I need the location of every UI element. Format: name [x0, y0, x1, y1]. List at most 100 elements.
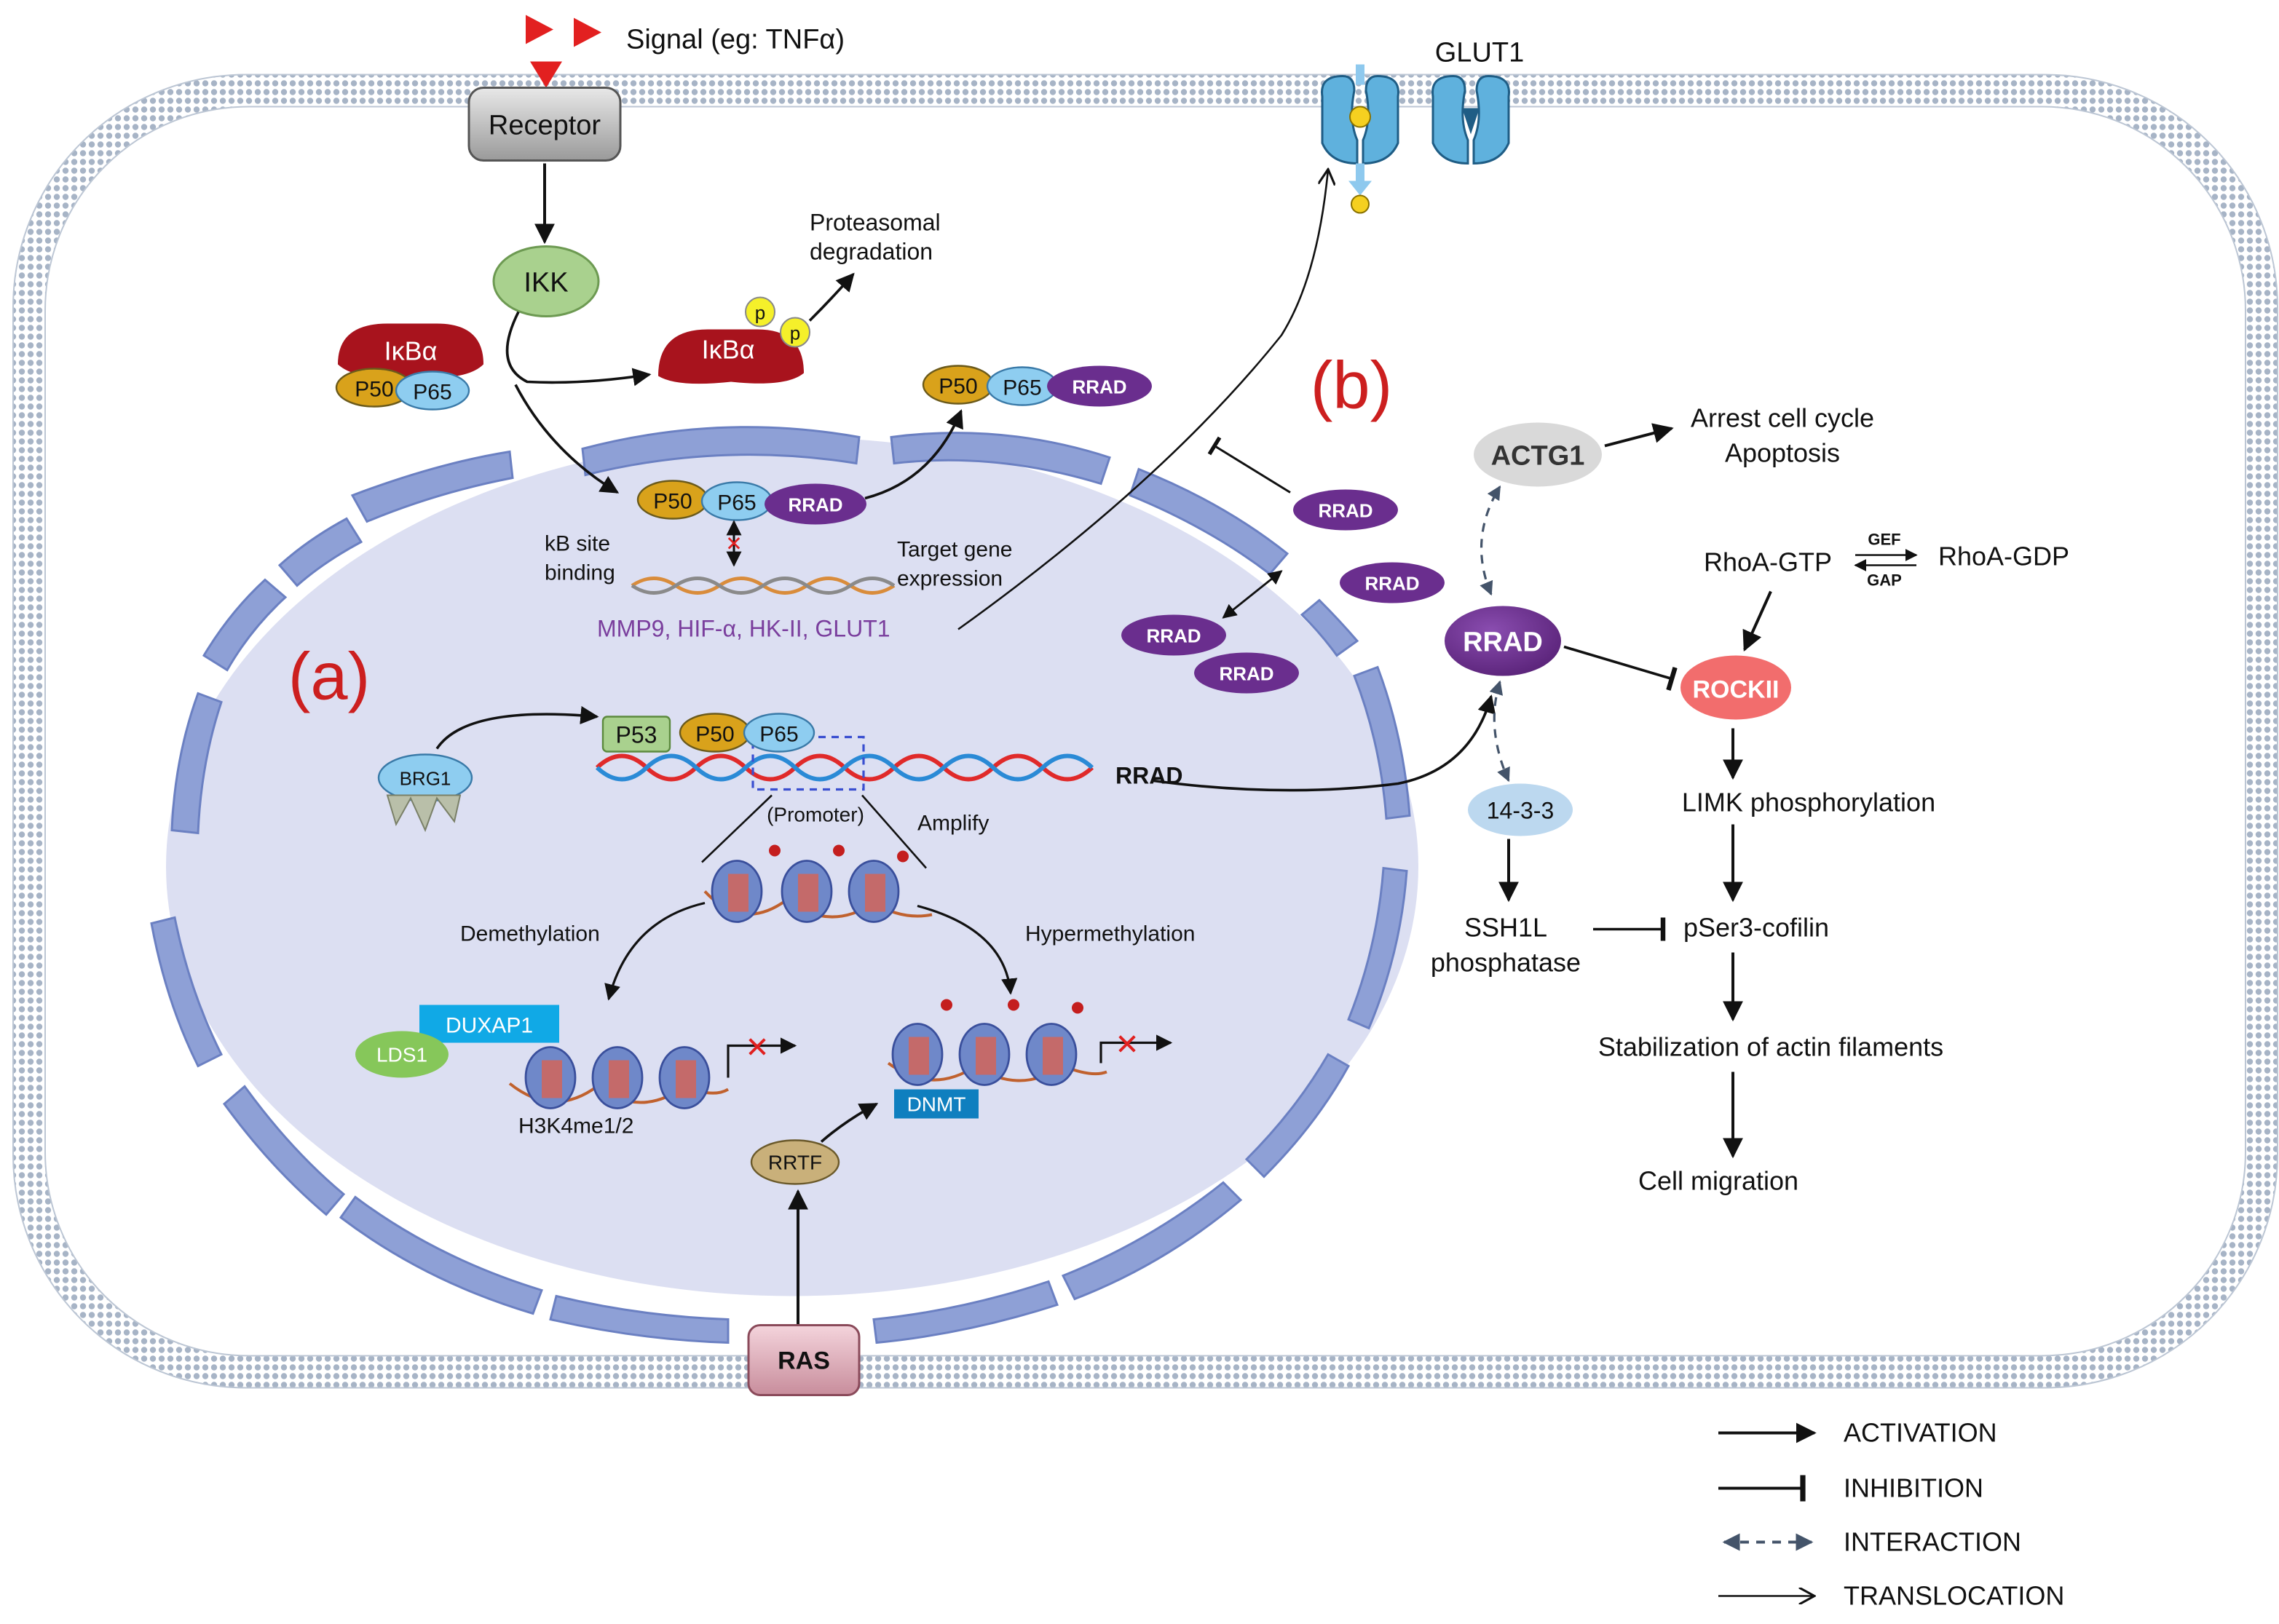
- ywhaz-node[interactable]: 14-3-3: [1468, 783, 1573, 836]
- lds1-node[interactable]: LDS1: [355, 1031, 449, 1078]
- rrad-pool-label-2: RRAD: [1364, 573, 1419, 595]
- promoter-p65-label: P65: [759, 723, 798, 747]
- ras-node[interactable]: RAS: [747, 1324, 861, 1396]
- brg1-to-p53-arrow: [435, 705, 599, 750]
- promoter-complex[interactable]: P53 P50 P65: [601, 713, 815, 753]
- actg1-to-arrest-arrow: [1604, 423, 1674, 448]
- rrad-gene-label: RRAD: [1115, 763, 1182, 789]
- glut1-transporter[interactable]: [1321, 64, 1399, 214]
- phospho-ikba-label: IκBα: [702, 335, 755, 365]
- rrad-main-node[interactable]: RRAD: [1445, 606, 1561, 676]
- dnmt-label: DNMT: [907, 1093, 966, 1116]
- ras-label: RAS: [778, 1347, 830, 1375]
- proteasomal-label-line2: degradation: [810, 239, 933, 265]
- actg1-node[interactable]: ACTG1: [1474, 422, 1602, 487]
- glut1-translocation-arrow: [957, 170, 1328, 630]
- zoom-line-left: [701, 794, 773, 863]
- kb-binding-cross: ✕: [725, 533, 742, 555]
- hypermethylation-label: Hypermethylation: [1025, 922, 1195, 946]
- nuc-rrad-label: RRAD: [788, 494, 842, 516]
- central-nucleosomes: [703, 844, 933, 923]
- panel-a-label: (a): [288, 640, 370, 714]
- legend-activation-label: ACTIVATION: [1844, 1418, 1997, 1448]
- kb-site-label-line2: binding: [545, 561, 615, 585]
- ikba-complex[interactable]: IκBα P50 P65: [335, 323, 483, 411]
- legend-interaction-label: INTERACTION: [1844, 1527, 2021, 1557]
- ssh1l-label-line2: phosphatase: [1431, 948, 1581, 978]
- kb-site-label-line1: kB site: [545, 532, 610, 556]
- rhoa-to-rockii-arrow: [1742, 590, 1772, 652]
- migration-label: Cell migration: [1638, 1166, 1798, 1196]
- p53-label: P53: [616, 722, 657, 748]
- nuc-p50-label: P50: [653, 490, 692, 514]
- target-gene-label-line1: Target gene: [897, 538, 1012, 562]
- brg1-label: BRG1: [400, 768, 451, 790]
- rrad-inhibits-export: [1207, 436, 1291, 494]
- zoom-line-right: [861, 794, 927, 869]
- p65-label: P65: [413, 381, 451, 405]
- brg1-node[interactable]: BRG1: [377, 753, 473, 833]
- signal-ligands: [526, 15, 601, 88]
- duxap1-label: DUXAP1: [446, 1014, 533, 1038]
- rrad-shuttle-arrow: [1222, 570, 1283, 619]
- rrad-pool[interactable]: RRAD RRAD RRAD RRAD: [1121, 489, 1445, 694]
- nuclear-nfkb-rrad-complex[interactable]: P50 P65 RRAD: [636, 480, 866, 525]
- cofilin-label: pSer3-cofilin: [1683, 913, 1829, 943]
- cyto-rrad-label: RRAD: [1072, 376, 1126, 398]
- h3k4-label: H3K4me1/2: [518, 1114, 633, 1138]
- ywhaz-label: 14-3-3: [1487, 798, 1555, 824]
- rockii-node[interactable]: ROCKII: [1680, 655, 1791, 720]
- target-genes-label: MMP9, HIF-α, HK-II, GLUT1: [597, 616, 890, 642]
- rrad-ywhaz-interaction: [1489, 680, 1510, 783]
- svg-text:✕: ✕: [745, 1032, 770, 1064]
- legend-inhibition-label: INHIBITION: [1844, 1473, 1983, 1503]
- ikk-node[interactable]: IKK: [492, 245, 600, 317]
- rrad-actg1-interaction: [1480, 485, 1501, 596]
- actg1-label: ACTG1: [1491, 441, 1585, 472]
- ikk-to-ikba-arrow: [505, 311, 652, 387]
- limk-label: LIMK phosphorylation: [1682, 788, 1935, 817]
- phospho-ikba[interactable]: IκBα p p: [658, 296, 810, 384]
- nuc-p65-label: P65: [717, 491, 756, 515]
- dnmt-node[interactable]: DNMT: [894, 1089, 979, 1119]
- rhoa-gtp-label: RhoA-GTP: [1704, 547, 1832, 577]
- rrad-pool-label-3: RRAD: [1146, 625, 1201, 647]
- rockii-label: ROCKII: [1693, 676, 1780, 704]
- phospho-p-label-1: p: [755, 302, 765, 324]
- nuclear-export-arrow: [864, 409, 963, 500]
- demethylation-label: Demethylation: [460, 922, 600, 946]
- glut1-transporter-2[interactable]: [1431, 74, 1510, 165]
- rrad-pool-label-4: RRAD: [1219, 663, 1273, 685]
- rrtf-node[interactable]: RRTF: [750, 1139, 840, 1185]
- ssh1l-label-line1: SSH1L: [1464, 913, 1547, 943]
- cytoplasmic-nfkb-rrad-complex[interactable]: P50 P65 RRAD: [922, 365, 1152, 407]
- lds1-label: LDS1: [376, 1044, 427, 1066]
- promoter-label: (Promoter): [767, 804, 864, 826]
- actin-label: Stabilization of actin filaments: [1598, 1032, 1943, 1062]
- ikk-to-nucleus-arrow: [514, 384, 620, 494]
- rrad-inhibits-rockii: [1563, 645, 1678, 691]
- cyto-p50-label: P50: [939, 375, 977, 399]
- cyto-p65-label: P65: [1003, 376, 1041, 400]
- hypermethylated-nucleosomes: [887, 999, 1107, 1086]
- ikba-label: IκBα: [384, 336, 438, 366]
- rrtf-label: RRTF: [768, 1152, 822, 1174]
- phospho-p-label-2: p: [790, 322, 800, 344]
- rrad-promoter-dna: [595, 753, 1094, 782]
- target-gene-label-line2: expression: [897, 567, 1003, 591]
- rrtf-to-dnmt-arrow: [820, 1102, 879, 1143]
- rrad-main-label: RRAD: [1463, 627, 1543, 658]
- arrest-label-line2: Apoptosis: [1725, 438, 1840, 468]
- ikk-label: IKK: [524, 268, 568, 298]
- panel-b-label: (b): [1311, 349, 1392, 423]
- rrad-expression-arrow: [1153, 694, 1496, 792]
- rhoa-gdp-label: RhoA-GDP: [1938, 542, 2069, 571]
- receptor[interactable]: Receptor: [467, 87, 622, 162]
- legend: ACTIVATION INHIBITION INTERACTION TRANSL…: [1718, 1418, 2064, 1611]
- transcription-blocked-right: ✕: [1099, 1029, 1173, 1063]
- duxap1-node[interactable]: DUXAP1: [419, 1005, 559, 1043]
- promoter-p50-label: P50: [695, 723, 734, 747]
- hypermethylation-arrow: [917, 904, 1018, 995]
